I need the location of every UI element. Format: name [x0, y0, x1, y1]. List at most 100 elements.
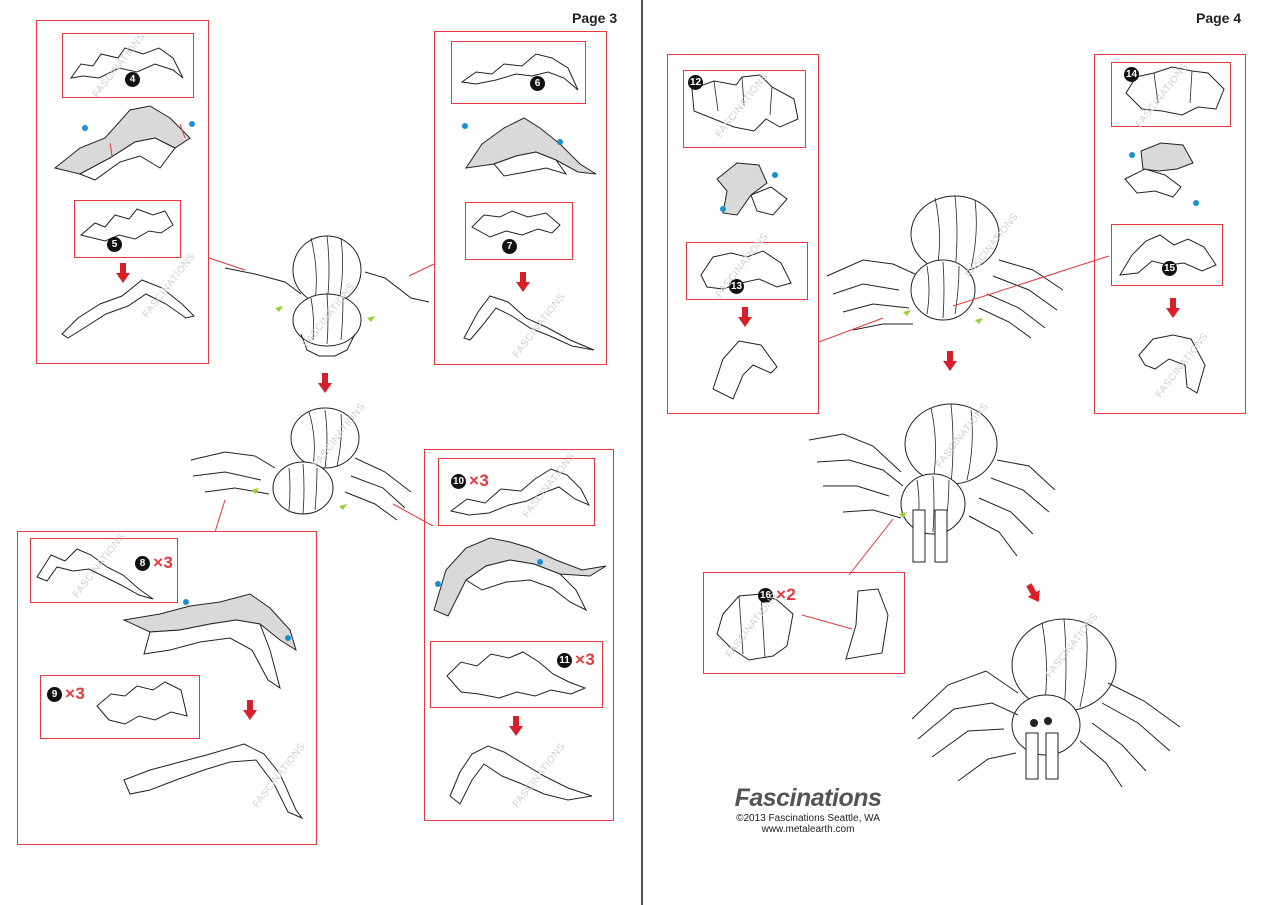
alignment-triangle-icon: [367, 316, 375, 322]
connector-lines-head: [818, 255, 1110, 343]
part-panel-15: 15: [1111, 224, 1223, 286]
alignment-triangle-icon: [899, 512, 907, 518]
step-box-right-legs: [434, 31, 607, 365]
step-5-badge: 5: [107, 237, 122, 252]
part-panel-12: 12: [683, 70, 806, 148]
down-arrow-icon: [1166, 298, 1180, 323]
quantity-label: ×2: [776, 585, 797, 604]
connector-dot-icon: [462, 123, 468, 129]
down-arrow-icon: [516, 272, 530, 297]
brand-logo: Fascinations: [734, 784, 882, 812]
step-box-fangs: [703, 572, 905, 674]
quantity-label: ×3: [65, 684, 86, 703]
leg-assembly-6-7: [462, 117, 597, 177]
connector-dot-icon: [1129, 152, 1135, 158]
alignment-triangle-icon: [275, 306, 283, 312]
connector-dot-icon: [557, 139, 563, 145]
spider-body-top: [224, 235, 430, 357]
leg-assembly-4-5: [53, 105, 195, 181]
down-arrow-icon: [943, 351, 957, 376]
part-panel-5: 5: [74, 200, 181, 258]
leg-result-10-11: [449, 745, 593, 805]
connector-dot-icon: [435, 581, 441, 587]
part-15-drawing: [1119, 234, 1217, 276]
connector-dot-icon: [537, 559, 543, 565]
connector-dot-icon: [720, 206, 726, 212]
step-4-badge: 4: [125, 72, 140, 87]
part-panel-11: 11×3: [430, 641, 603, 708]
quantity-label: ×3: [575, 650, 596, 669]
alignment-triangle-icon: [903, 310, 911, 316]
part-5-drawing: [79, 208, 174, 242]
part-6-drawing: [460, 53, 579, 91]
fang-result: [801, 588, 889, 660]
chelicerae-assembly: [716, 162, 788, 216]
step-8-badge: 8: [135, 555, 150, 571]
connector-dot-icon: [772, 172, 778, 178]
quantity-label: ×3: [153, 553, 174, 572]
step-10-badge: 10: [451, 473, 466, 489]
part-14-drawing: [1125, 66, 1225, 116]
part-panel-8: 8×3: [30, 538, 178, 603]
connector-lines-top: [208, 257, 435, 277]
part-panel-9: 9×3: [40, 675, 200, 739]
leg-result-6-7: [463, 295, 595, 351]
step-13-badge: 13: [729, 279, 744, 294]
page-number: Page 3: [572, 10, 618, 26]
connector-dot-icon: [82, 125, 88, 131]
step-box-chelicerae: [667, 54, 819, 414]
website-text: www.metalearth.com: [761, 824, 855, 835]
pedipalp-assembly: [1124, 142, 1199, 206]
part-panel-6: 6: [451, 41, 586, 104]
alignment-triangle-icon: [975, 318, 983, 324]
copyright-text: ©2013 Fascinations Seattle, WA: [736, 813, 880, 824]
leg-assembly-10-11: [433, 537, 607, 617]
brand-footer: Fascinations ©2013 Fascinations Seattle,…: [723, 784, 893, 835]
spider-body-middle: [190, 407, 412, 521]
step-14-badge: 14: [1124, 67, 1139, 82]
part-panel-7: 7: [465, 202, 573, 260]
page-divider: [641, 0, 643, 905]
step-16-badge: 16: [758, 587, 773, 603]
chelicerae-result: [712, 340, 778, 400]
down-arrow-icon: [116, 263, 130, 288]
step-box-pedipalps: [1094, 54, 1246, 414]
part-13-drawing: [700, 250, 792, 290]
part-11-drawing: [446, 651, 587, 699]
part-10-drawing: [449, 468, 591, 516]
step-12-badge: 12: [688, 75, 703, 90]
down-arrow-icon: [509, 716, 523, 741]
step-15-badge: 15: [1162, 261, 1177, 276]
connector-lines-fangs: [848, 518, 894, 576]
instruction-page-4: Page 4 12 13 14: [643, 0, 1280, 905]
spider-final: [911, 618, 1181, 788]
part-4-drawing: [69, 47, 184, 79]
step-11-badge: 11: [557, 652, 572, 668]
connector-lines-middle: [214, 499, 434, 533]
part-16-drawing: [716, 593, 794, 661]
spider-near-complete: [808, 403, 1056, 563]
alignment-triangle-icon: [339, 504, 347, 510]
leg-result-4-5: [61, 279, 195, 339]
spider-front-assembly: [826, 195, 1064, 339]
part-12-drawing: [691, 74, 799, 132]
instruction-page-3: Page 3 4 5 6: [17, 10, 618, 845]
page-number: Page 4: [1196, 10, 1242, 26]
step-box-left-legs-2: [17, 531, 317, 845]
step-7-badge: 7: [502, 239, 517, 254]
alignment-triangle-icon: [251, 488, 259, 494]
part-panel-14: 14: [1111, 62, 1231, 127]
part-panel-13: 13: [686, 242, 808, 300]
step-box-left-legs: [36, 20, 209, 364]
connector-dot-icon: [1193, 200, 1199, 206]
pedipalp-result: [1138, 334, 1206, 394]
down-arrow-icon: [243, 700, 257, 725]
leg-assembly-8-9: [122, 593, 297, 690]
step-box-right-legs-2: [424, 449, 614, 821]
connector-dot-icon: [189, 121, 195, 127]
part-7-drawing: [471, 210, 561, 238]
part-panel-10: 10×3: [438, 458, 595, 526]
part-panel-4: 4: [62, 33, 194, 98]
connector-dot-icon: [285, 635, 291, 641]
leg-result-8-9: [123, 743, 304, 820]
